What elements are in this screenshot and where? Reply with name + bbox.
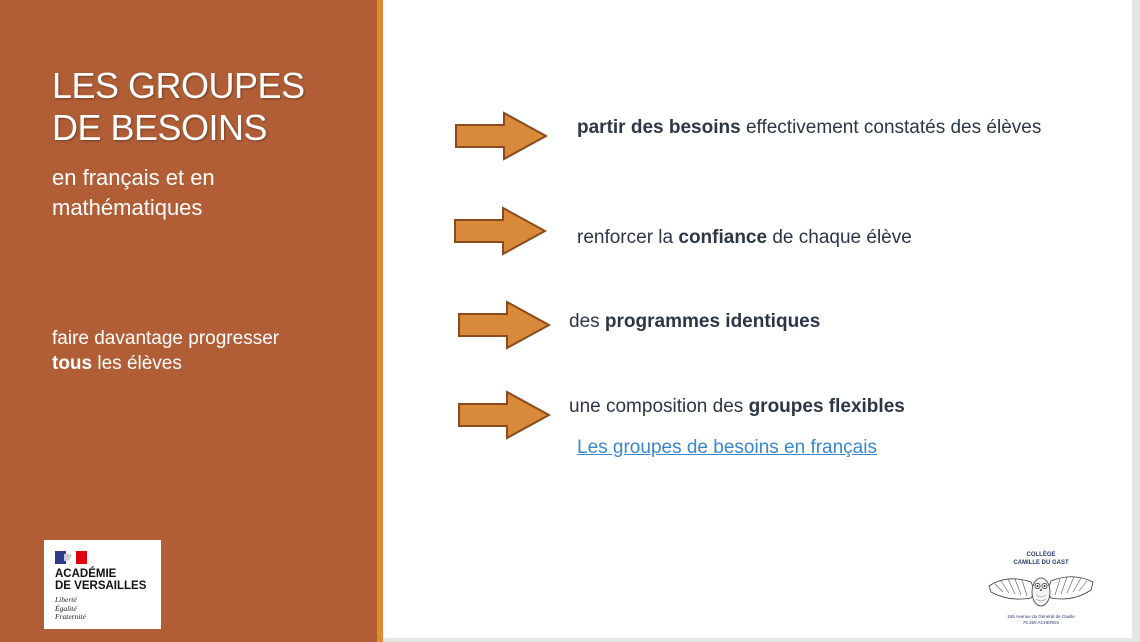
title-line-1: LES GROUPES — [52, 65, 305, 106]
item-2-post: de chaque élève — [767, 227, 912, 248]
owl-icon — [988, 576, 1094, 607]
right-arrow-icon — [454, 206, 548, 256]
title-line-2: DE BESOINS — [52, 107, 268, 148]
college-line-1: COLLÈGE — [1026, 552, 1056, 558]
item-4: une composition des groupes flexibles — [569, 394, 1069, 419]
item-2: renforcer la confiance de chaque élève — [577, 225, 1077, 250]
logo-line-2: DE VERSAILLES — [55, 580, 147, 592]
slide-title: LES GROUPES DE BESOINS — [52, 65, 362, 149]
goal-note: faire davantage progresser tous les élèv… — [52, 326, 362, 376]
accent-stripe — [377, 0, 383, 642]
goal-note-text: faire davantage progresser — [52, 328, 280, 349]
item-4-bold: groupes flexibles — [748, 396, 905, 417]
slide-right-edge — [1132, 0, 1140, 642]
groupes-francais-link[interactable]: Les groupes de besoins en français — [577, 437, 877, 458]
item-2-bold: confiance — [678, 227, 768, 248]
goal-note-rest: les élèves — [92, 353, 182, 374]
item-2-pre: renforcer la — [577, 227, 679, 248]
republic-motto: Liberté Égalité Fraternité — [55, 595, 86, 622]
right-arrow-icon — [455, 111, 549, 161]
right-arrow-icon — [458, 300, 552, 350]
college-line-2: CAMILLE DU GAST — [1013, 560, 1069, 566]
right-arrow-icon — [458, 390, 552, 440]
logo-line-1: ACADÉMIE — [55, 568, 117, 580]
item-1-rest: effectivement constatés des élèves — [740, 117, 1042, 138]
motto-fraternite: Fraternité — [55, 612, 86, 621]
goal-note-bold: tous — [52, 353, 93, 374]
subtitle-line-1: en français et en — [52, 165, 215, 190]
subtitle-line-2: mathématiques — [52, 195, 203, 220]
slide-bottom-edge — [383, 638, 1140, 642]
item-4-pre: une composition des — [569, 396, 749, 417]
motto-liberte: Liberté — [55, 595, 77, 604]
item-1: partir des besoins effectivement constat… — [577, 115, 1047, 140]
slide-subtitle: en français et en mathématiques — [52, 163, 352, 223]
item-3-bold: programmes identiques — [604, 311, 821, 332]
item-1-bold: partir des besoins — [577, 117, 741, 138]
item-3: des programmes identiques — [569, 309, 1069, 334]
college-address-2: 78 260 ACHERES — [1022, 620, 1060, 625]
motto-egalite: Égalité — [55, 603, 77, 613]
college-address-1: 165 Avenue du Général de Gaulle — [1007, 614, 1075, 619]
item-3-pre: des — [569, 311, 605, 332]
academie-logo: ACADÉMIE DE VERSAILLES Liberté Égalité F… — [44, 540, 161, 629]
college-logo: COLLÈGE CAMILLE DU GAST 165 Avenue du Gé… — [985, 548, 1097, 628]
left-panel — [0, 0, 377, 642]
marianne-flag-icon — [55, 551, 87, 564]
